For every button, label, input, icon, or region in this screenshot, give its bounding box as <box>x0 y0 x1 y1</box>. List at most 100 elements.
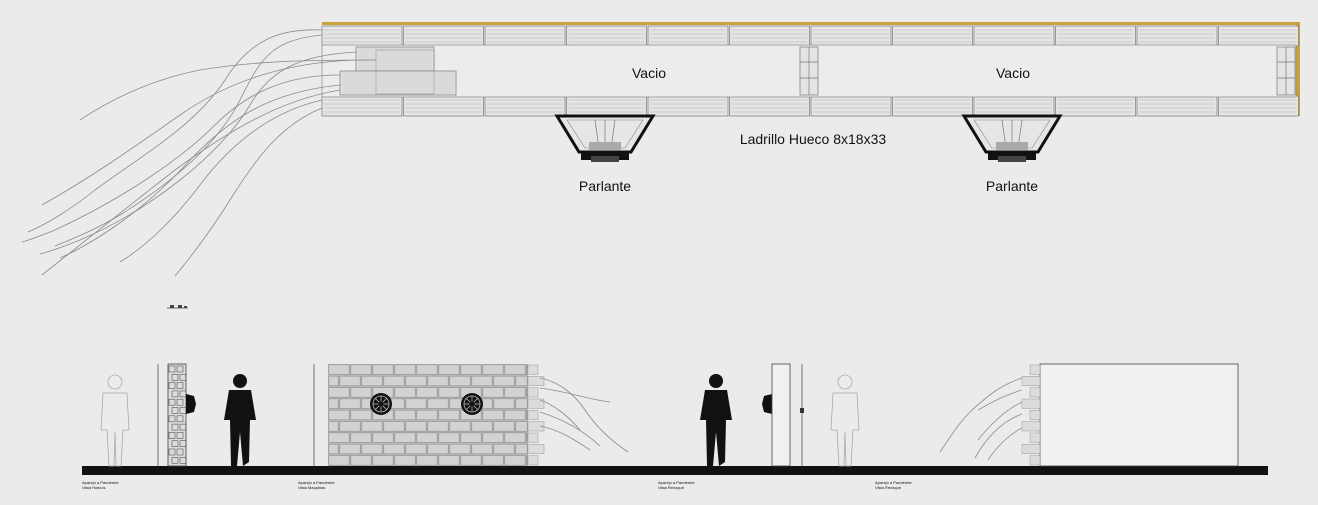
plan-brick <box>1136 25 1218 47</box>
void-label-2: Vacio <box>996 65 1030 81</box>
wall-brick <box>405 421 427 432</box>
wall-brick <box>416 455 438 466</box>
wall-brick <box>394 455 416 466</box>
caption-4-line1: Aparejo a Panderete <box>875 480 912 485</box>
wood-top-edge <box>322 22 1300 25</box>
wall-brick <box>515 421 528 432</box>
wall-brick <box>394 432 416 443</box>
wall-brick <box>504 455 526 466</box>
wall-brick <box>471 421 493 432</box>
wall-brick <box>405 443 427 455</box>
wall-brick <box>383 443 405 455</box>
wall-brick <box>438 432 460 443</box>
person-silhouette-2 <box>700 374 732 466</box>
wall-brick <box>493 421 515 432</box>
plan-brick <box>973 25 1055 47</box>
plan-brick <box>1136 95 1218 117</box>
void-label-1: Vacio <box>632 65 666 81</box>
plan-brick <box>892 25 973 47</box>
caption-2-line2: Vista Maquinas <box>298 485 325 490</box>
wall-brick <box>416 364 438 375</box>
wall-brick <box>328 409 350 421</box>
wall-brick <box>328 421 339 432</box>
wall-brick <box>328 364 350 375</box>
wall-brick <box>482 409 504 421</box>
cables-plan <box>21 29 377 277</box>
wall-brick <box>361 443 383 455</box>
ground-line <box>82 466 1268 475</box>
plan-brick <box>321 95 403 117</box>
wall-brick <box>405 398 427 409</box>
wall-brick <box>515 398 528 409</box>
plan-view: Vacio Vacio Ladrillo Hueco 8x18x33 Parla… <box>21 22 1300 309</box>
plan-brick <box>1218 95 1299 117</box>
wall-brick <box>372 364 394 375</box>
wall-brick <box>438 409 460 421</box>
elevation-huecos: Aparejo a Panderete Vista Huecos <box>82 363 256 490</box>
wall-brick <box>427 421 449 432</box>
wall-brick <box>482 455 504 466</box>
elevation-maquinas: Aparejo a Panderete Vista Maquinas <box>298 364 629 490</box>
caption-3-line2: Vista Revoque <box>658 485 685 490</box>
wall-brick <box>416 387 438 398</box>
wall-brick <box>339 443 361 455</box>
wall-brick <box>350 455 372 466</box>
wall-brick <box>482 364 504 375</box>
wall-brick <box>515 375 528 387</box>
wall-brick <box>328 375 339 387</box>
speaker-label-1: Parlante <box>579 178 631 194</box>
caption-1-line2: Vista Huecos <box>82 485 106 490</box>
wood-right-edge <box>1296 22 1300 116</box>
wall-brick <box>339 375 361 387</box>
wall-brick <box>504 364 526 375</box>
plan-brick <box>484 25 566 47</box>
bottom-brick-course <box>321 95 1299 117</box>
scale-marker <box>167 305 188 309</box>
plan-brick <box>1055 95 1136 117</box>
wall-brick <box>405 375 427 387</box>
plan-brick <box>810 25 892 47</box>
elevations: Aparejo a Panderete Vista Huecos <box>82 363 1268 490</box>
plan-brick <box>892 95 973 117</box>
header-brick-1 <box>799 46 819 96</box>
wall-brick <box>493 398 515 409</box>
wall-brick <box>438 364 460 375</box>
wall-brick <box>504 409 526 421</box>
wall-brick <box>449 375 471 387</box>
wall-brick <box>460 455 482 466</box>
wall-brick <box>471 375 493 387</box>
plan-brick <box>973 95 1055 117</box>
wall-brick <box>328 432 350 443</box>
ghost-person-1 <box>100 374 130 467</box>
header-brick-2 <box>1276 46 1296 96</box>
wall-brick <box>493 375 515 387</box>
wall-brick <box>372 455 394 466</box>
wall-brick <box>328 387 350 398</box>
cables-elevation-4 <box>939 377 1023 461</box>
wall-brick <box>383 421 405 432</box>
plan-brick <box>729 25 810 47</box>
plan-brick <box>484 95 566 117</box>
speaker-plan-1 <box>554 114 656 162</box>
plan-brick <box>403 25 484 47</box>
caption-2-line1: Aparejo a Panderete <box>298 480 335 485</box>
wall-brick <box>449 443 471 455</box>
fan-1 <box>370 393 392 415</box>
speaker-plan-2 <box>961 114 1063 162</box>
wall-brick <box>460 432 482 443</box>
wall-brick <box>515 443 528 455</box>
wall-brick <box>438 455 460 466</box>
wall-brick <box>328 398 339 409</box>
plan-brick <box>403 95 484 117</box>
caption-1-line1: Aparejo a Panderete <box>82 480 119 485</box>
wall-brick <box>350 364 372 375</box>
wall-brick <box>427 375 449 387</box>
person-silhouette-1 <box>224 374 256 466</box>
wall-brick <box>482 387 504 398</box>
wall-brick <box>339 421 361 432</box>
wall-brick <box>482 432 504 443</box>
elevation-revoque-1: Aparejo a Panderete Vista Revoque <box>658 363 804 490</box>
plan-brick <box>647 25 729 47</box>
plan-brick <box>1055 25 1136 47</box>
